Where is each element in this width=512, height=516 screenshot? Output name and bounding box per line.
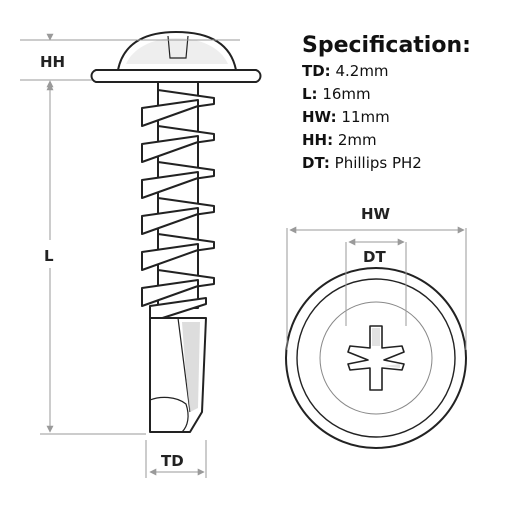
spec-key: DT: xyxy=(302,154,330,172)
spec-value: 4.2mm xyxy=(335,62,389,80)
spec-key: L: xyxy=(302,85,318,103)
spec-value: Phillips PH2 xyxy=(334,154,422,172)
spec-key: HW: xyxy=(302,108,337,126)
screw-threads xyxy=(141,89,215,323)
spec-row-dt: DT: Phillips PH2 xyxy=(302,152,507,175)
label-dt: DT xyxy=(363,248,386,266)
spec-key: HH: xyxy=(302,131,334,149)
spec-value: 2mm xyxy=(337,131,377,149)
spec-value: 11mm xyxy=(341,108,390,126)
phillips-recess xyxy=(347,325,405,391)
screw-top-view xyxy=(285,267,467,449)
label-hw: HW xyxy=(361,205,391,223)
label-hh: HH xyxy=(40,53,65,71)
head-flange-circle xyxy=(296,278,456,438)
dimension-lines xyxy=(20,33,467,478)
head-dome-circle xyxy=(319,301,433,415)
specification-title: Specification: xyxy=(302,33,471,58)
spec-row-l: L: 16mm xyxy=(302,83,507,106)
spec-value: 16mm xyxy=(322,85,371,103)
screw-flange xyxy=(90,69,262,83)
specification-panel: Specification: TD: 4.2mm L: 16mm HW: 11m… xyxy=(302,32,507,175)
label-l: L xyxy=(44,247,54,265)
spec-row-hh: HH: 2mm xyxy=(302,129,507,152)
screw-head-dome xyxy=(117,31,237,71)
label-td: TD xyxy=(161,452,184,470)
spec-row-td: TD: 4.2mm xyxy=(302,60,507,83)
spec-key: TD: xyxy=(302,62,331,80)
spec-row-hw: HW: 11mm xyxy=(302,106,507,129)
screw-side-view xyxy=(90,31,262,433)
